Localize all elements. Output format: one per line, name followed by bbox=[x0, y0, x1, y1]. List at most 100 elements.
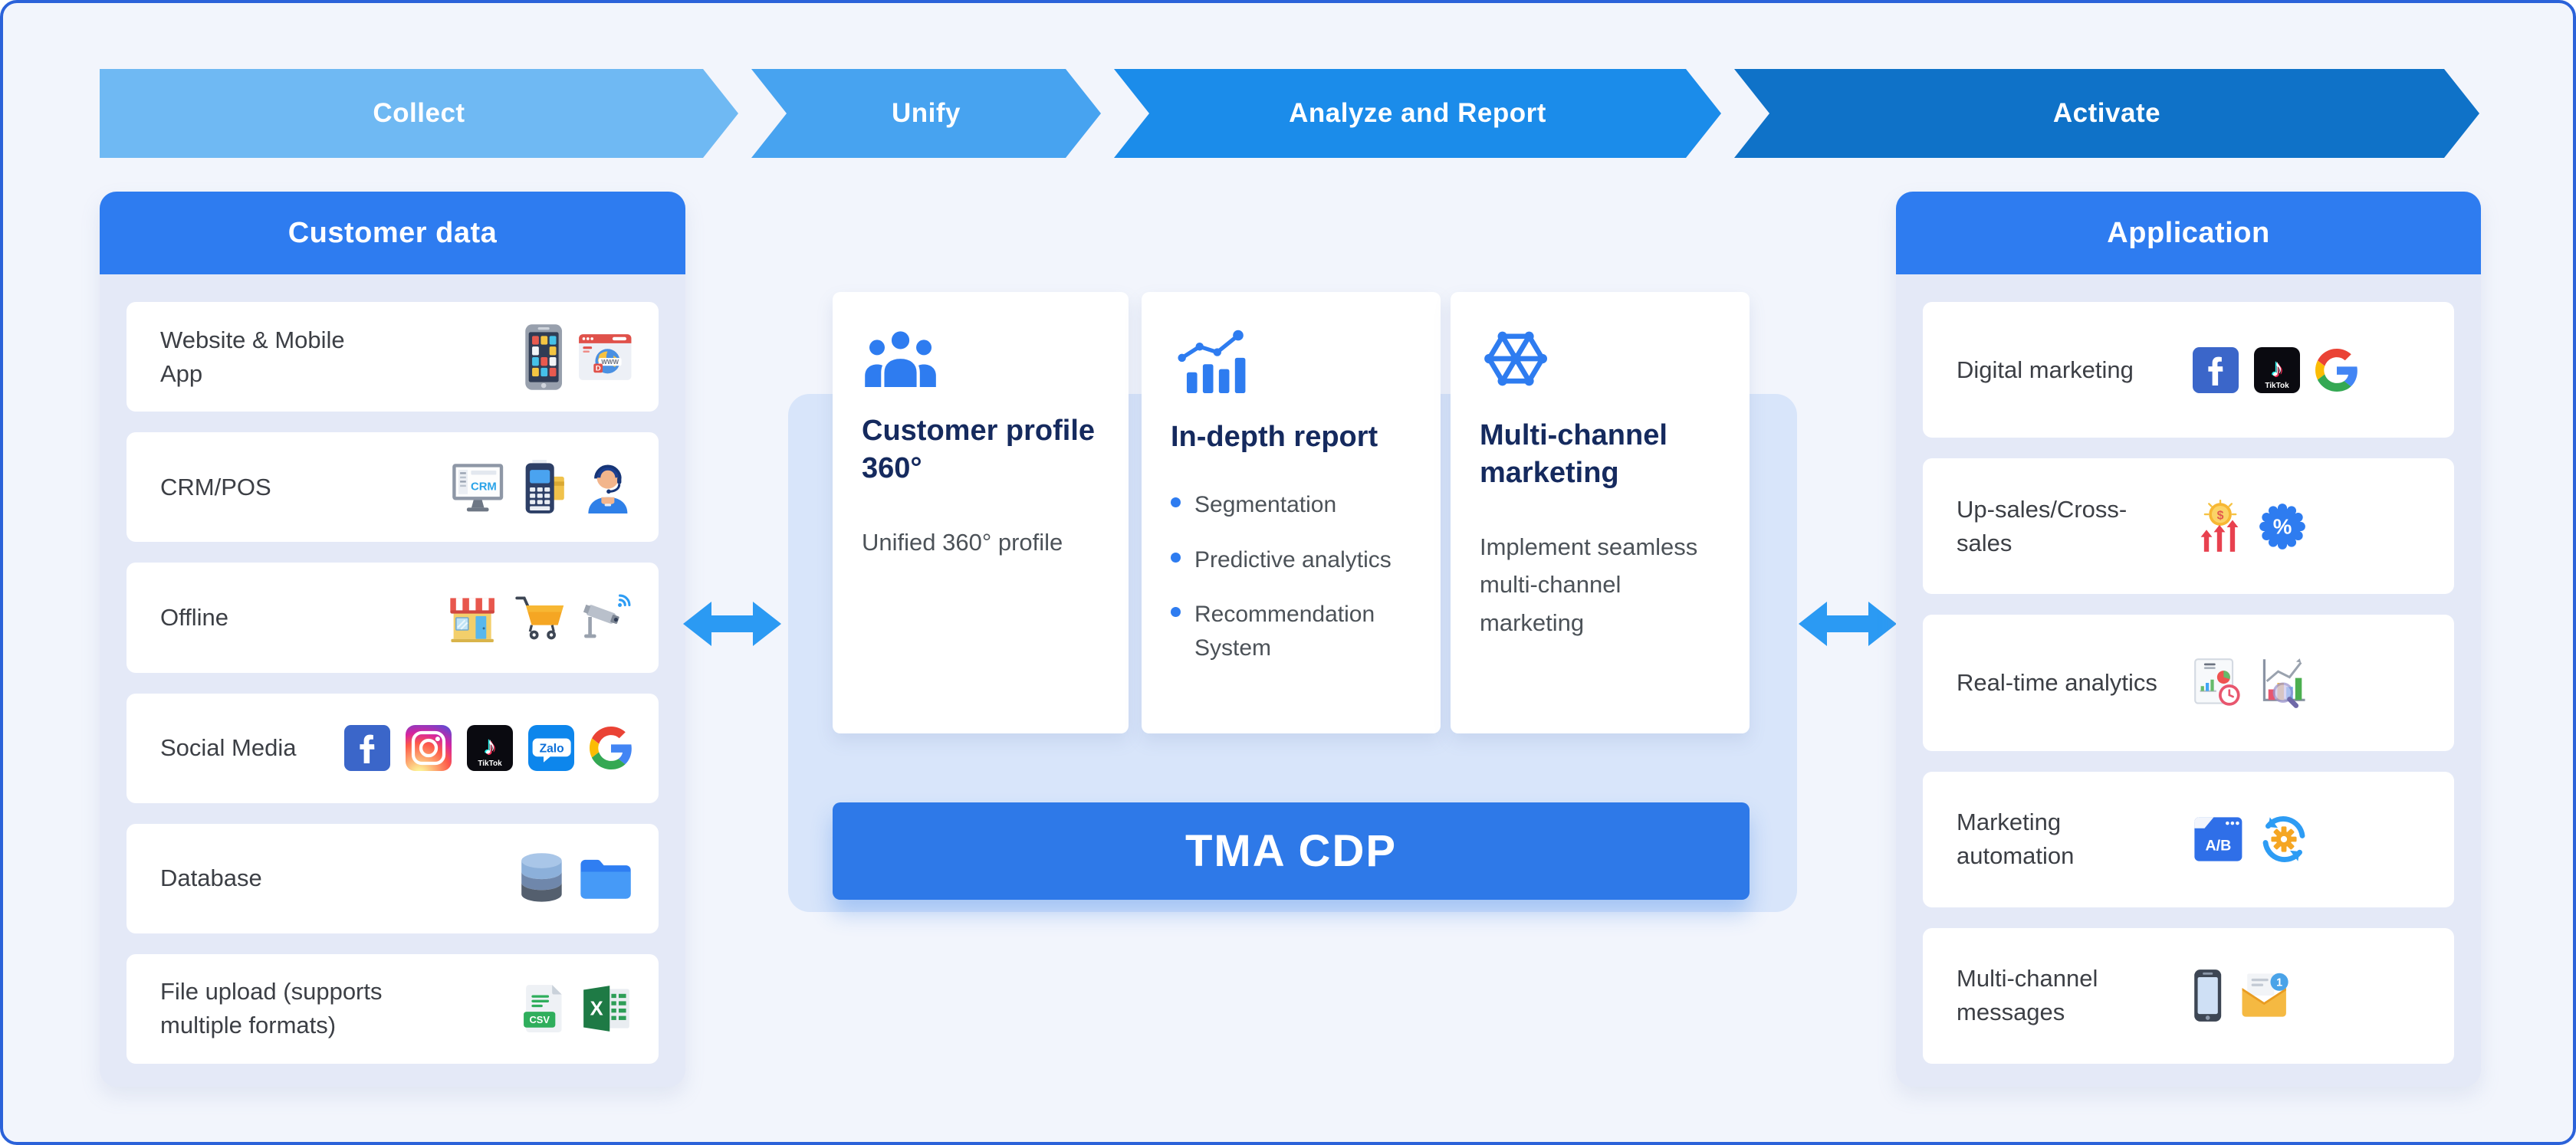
analytics-report-icon bbox=[2193, 657, 2243, 709]
svg-text:♪: ♪ bbox=[484, 732, 496, 760]
database-icon bbox=[520, 851, 564, 905]
right-sync-arrow-icon bbox=[1799, 600, 1897, 648]
google-icon bbox=[2315, 348, 2358, 392]
customer-data-title: Customer data bbox=[288, 216, 498, 249]
csv-file-icon: CSV bbox=[522, 983, 567, 1034]
ab-testing-icon: A/B bbox=[2193, 815, 2244, 863]
bullet-item: Recommendation System bbox=[1171, 598, 1411, 664]
row-label: Social Media bbox=[160, 734, 297, 762]
store-icon bbox=[446, 593, 498, 642]
bullet-dot-icon bbox=[1171, 607, 1181, 618]
row-icons: 1 bbox=[2193, 969, 2291, 1022]
row-icons: CSV X bbox=[522, 983, 632, 1034]
customer-data-header: Customer data bbox=[100, 192, 685, 274]
tma-cdp-banner: TMA CDP bbox=[833, 802, 1750, 900]
card-description: Unified 360° profile bbox=[862, 528, 1063, 556]
data-source-row-file-upload-supports-multiple-formats: File upload (supports multiple formats) C… bbox=[127, 953, 659, 1065]
svg-text:A/B: A/B bbox=[2205, 838, 2231, 855]
svg-text:%: % bbox=[2272, 514, 2292, 538]
google-icon bbox=[590, 727, 632, 770]
row-icons bbox=[446, 593, 632, 642]
card-description: Implement seamless multi-channel marketi… bbox=[1480, 533, 1698, 636]
row-icons: CRM bbox=[451, 459, 632, 515]
row-label: Digital marketing bbox=[1957, 356, 2134, 383]
pipeline-step-collect: Collect bbox=[100, 69, 738, 158]
bullet-dot-icon bbox=[1171, 497, 1181, 508]
svg-text:CSV: CSV bbox=[530, 1015, 550, 1026]
row-label: Real-time analytics bbox=[1957, 669, 2157, 696]
facebook-icon bbox=[344, 725, 390, 772]
bullet-item: Predictive analytics bbox=[1171, 543, 1411, 577]
multi-channel-network-icon bbox=[1480, 326, 1552, 392]
capability-card-customer-profile-360: Customer profile 360°Unified 360° profil… bbox=[833, 292, 1129, 733]
svg-text:WWW: WWW bbox=[602, 359, 619, 366]
row-label: Offline bbox=[160, 603, 229, 631]
customer-group-icon bbox=[862, 326, 939, 387]
svg-text:CRM: CRM bbox=[471, 481, 497, 493]
svg-text:♪: ♪ bbox=[2271, 354, 2283, 382]
excel-icon: X bbox=[582, 984, 632, 1033]
row-icons bbox=[520, 851, 632, 905]
pipeline-step-activate: Activate bbox=[1734, 69, 2479, 158]
smartphone-icon bbox=[2193, 969, 2223, 1022]
svg-text:X: X bbox=[590, 999, 603, 1020]
application-row-digital-marketing: Digital marketing ♪♪♪TikTok bbox=[1923, 302, 2454, 438]
row-label: Database bbox=[160, 864, 262, 892]
automation-gear-icon bbox=[2259, 815, 2308, 864]
svg-text:Zalo: Zalo bbox=[540, 743, 564, 756]
chart-magnifier-icon bbox=[2259, 657, 2309, 709]
data-source-row-social-media: Social Media ♪♪♪TikTok Zalo bbox=[127, 693, 659, 803]
row-label: Up-sales/Cross-sales bbox=[1957, 495, 2128, 556]
sales-growth-icon: $ bbox=[2193, 499, 2243, 553]
row-icons: A/B bbox=[2193, 815, 2308, 864]
bullet-item: Segmentation bbox=[1171, 488, 1411, 522]
svg-text:♪: ♪ bbox=[482, 731, 495, 759]
pipeline-step-unify: Unify bbox=[751, 69, 1101, 158]
instagram-icon bbox=[406, 725, 452, 772]
svg-text:1: 1 bbox=[2276, 977, 2282, 989]
zalo-icon: Zalo bbox=[528, 725, 574, 772]
tiktok-icon: ♪♪♪TikTok bbox=[2254, 346, 2300, 393]
svg-text:TikTok: TikTok bbox=[478, 760, 502, 768]
svg-text:♪: ♪ bbox=[2269, 353, 2282, 380]
row-icons: ♪♪♪TikTok bbox=[2193, 346, 2358, 393]
row-icons bbox=[2193, 657, 2309, 709]
svg-text:♪: ♪ bbox=[485, 733, 498, 760]
application-row-up-sales-cross-sales: Up-sales/Cross-sales $% bbox=[1923, 458, 2454, 595]
data-source-row-database: Database bbox=[127, 823, 659, 933]
crm-monitor-icon: CRM bbox=[451, 462, 504, 513]
mobile-app-icon bbox=[524, 323, 563, 391]
application-header: Application bbox=[1896, 192, 2481, 274]
row-icons: $% bbox=[2193, 499, 2306, 553]
row-label: Marketing automation bbox=[1957, 809, 2075, 870]
facebook-icon bbox=[2193, 346, 2239, 393]
svg-text:D: D bbox=[596, 364, 601, 372]
row-label: File upload (supports multiple formats) bbox=[160, 978, 383, 1039]
svg-text:TikTok: TikTok bbox=[2265, 382, 2289, 390]
row-label: Multi-channel messages bbox=[1957, 965, 2098, 1026]
tiktok-icon: ♪♪♪TikTok bbox=[467, 725, 513, 772]
svg-text:$: $ bbox=[2217, 509, 2224, 522]
support-agent-icon bbox=[583, 461, 632, 513]
tma-cdp-label: TMA CDP bbox=[1184, 826, 1398, 876]
svg-text:♪: ♪ bbox=[2272, 355, 2285, 382]
application-title: Application bbox=[2107, 216, 2270, 249]
shopping-cart-icon bbox=[514, 594, 567, 641]
bullet-dot-icon bbox=[1171, 552, 1181, 563]
application-row-real-time-analytics: Real-time analytics bbox=[1923, 615, 2454, 751]
bullet-text: Recommendation System bbox=[1194, 602, 1375, 661]
left-sync-arrow-icon bbox=[683, 600, 781, 648]
application-row-marketing-automation: Marketing automation A/B bbox=[1923, 771, 2454, 907]
row-label: Website & Mobile App bbox=[160, 326, 345, 387]
bullet-text: Segmentation bbox=[1194, 492, 1337, 518]
row-icons: ♪♪♪TikTok Zalo bbox=[344, 725, 632, 772]
bullet-text: Predictive analytics bbox=[1194, 546, 1392, 572]
